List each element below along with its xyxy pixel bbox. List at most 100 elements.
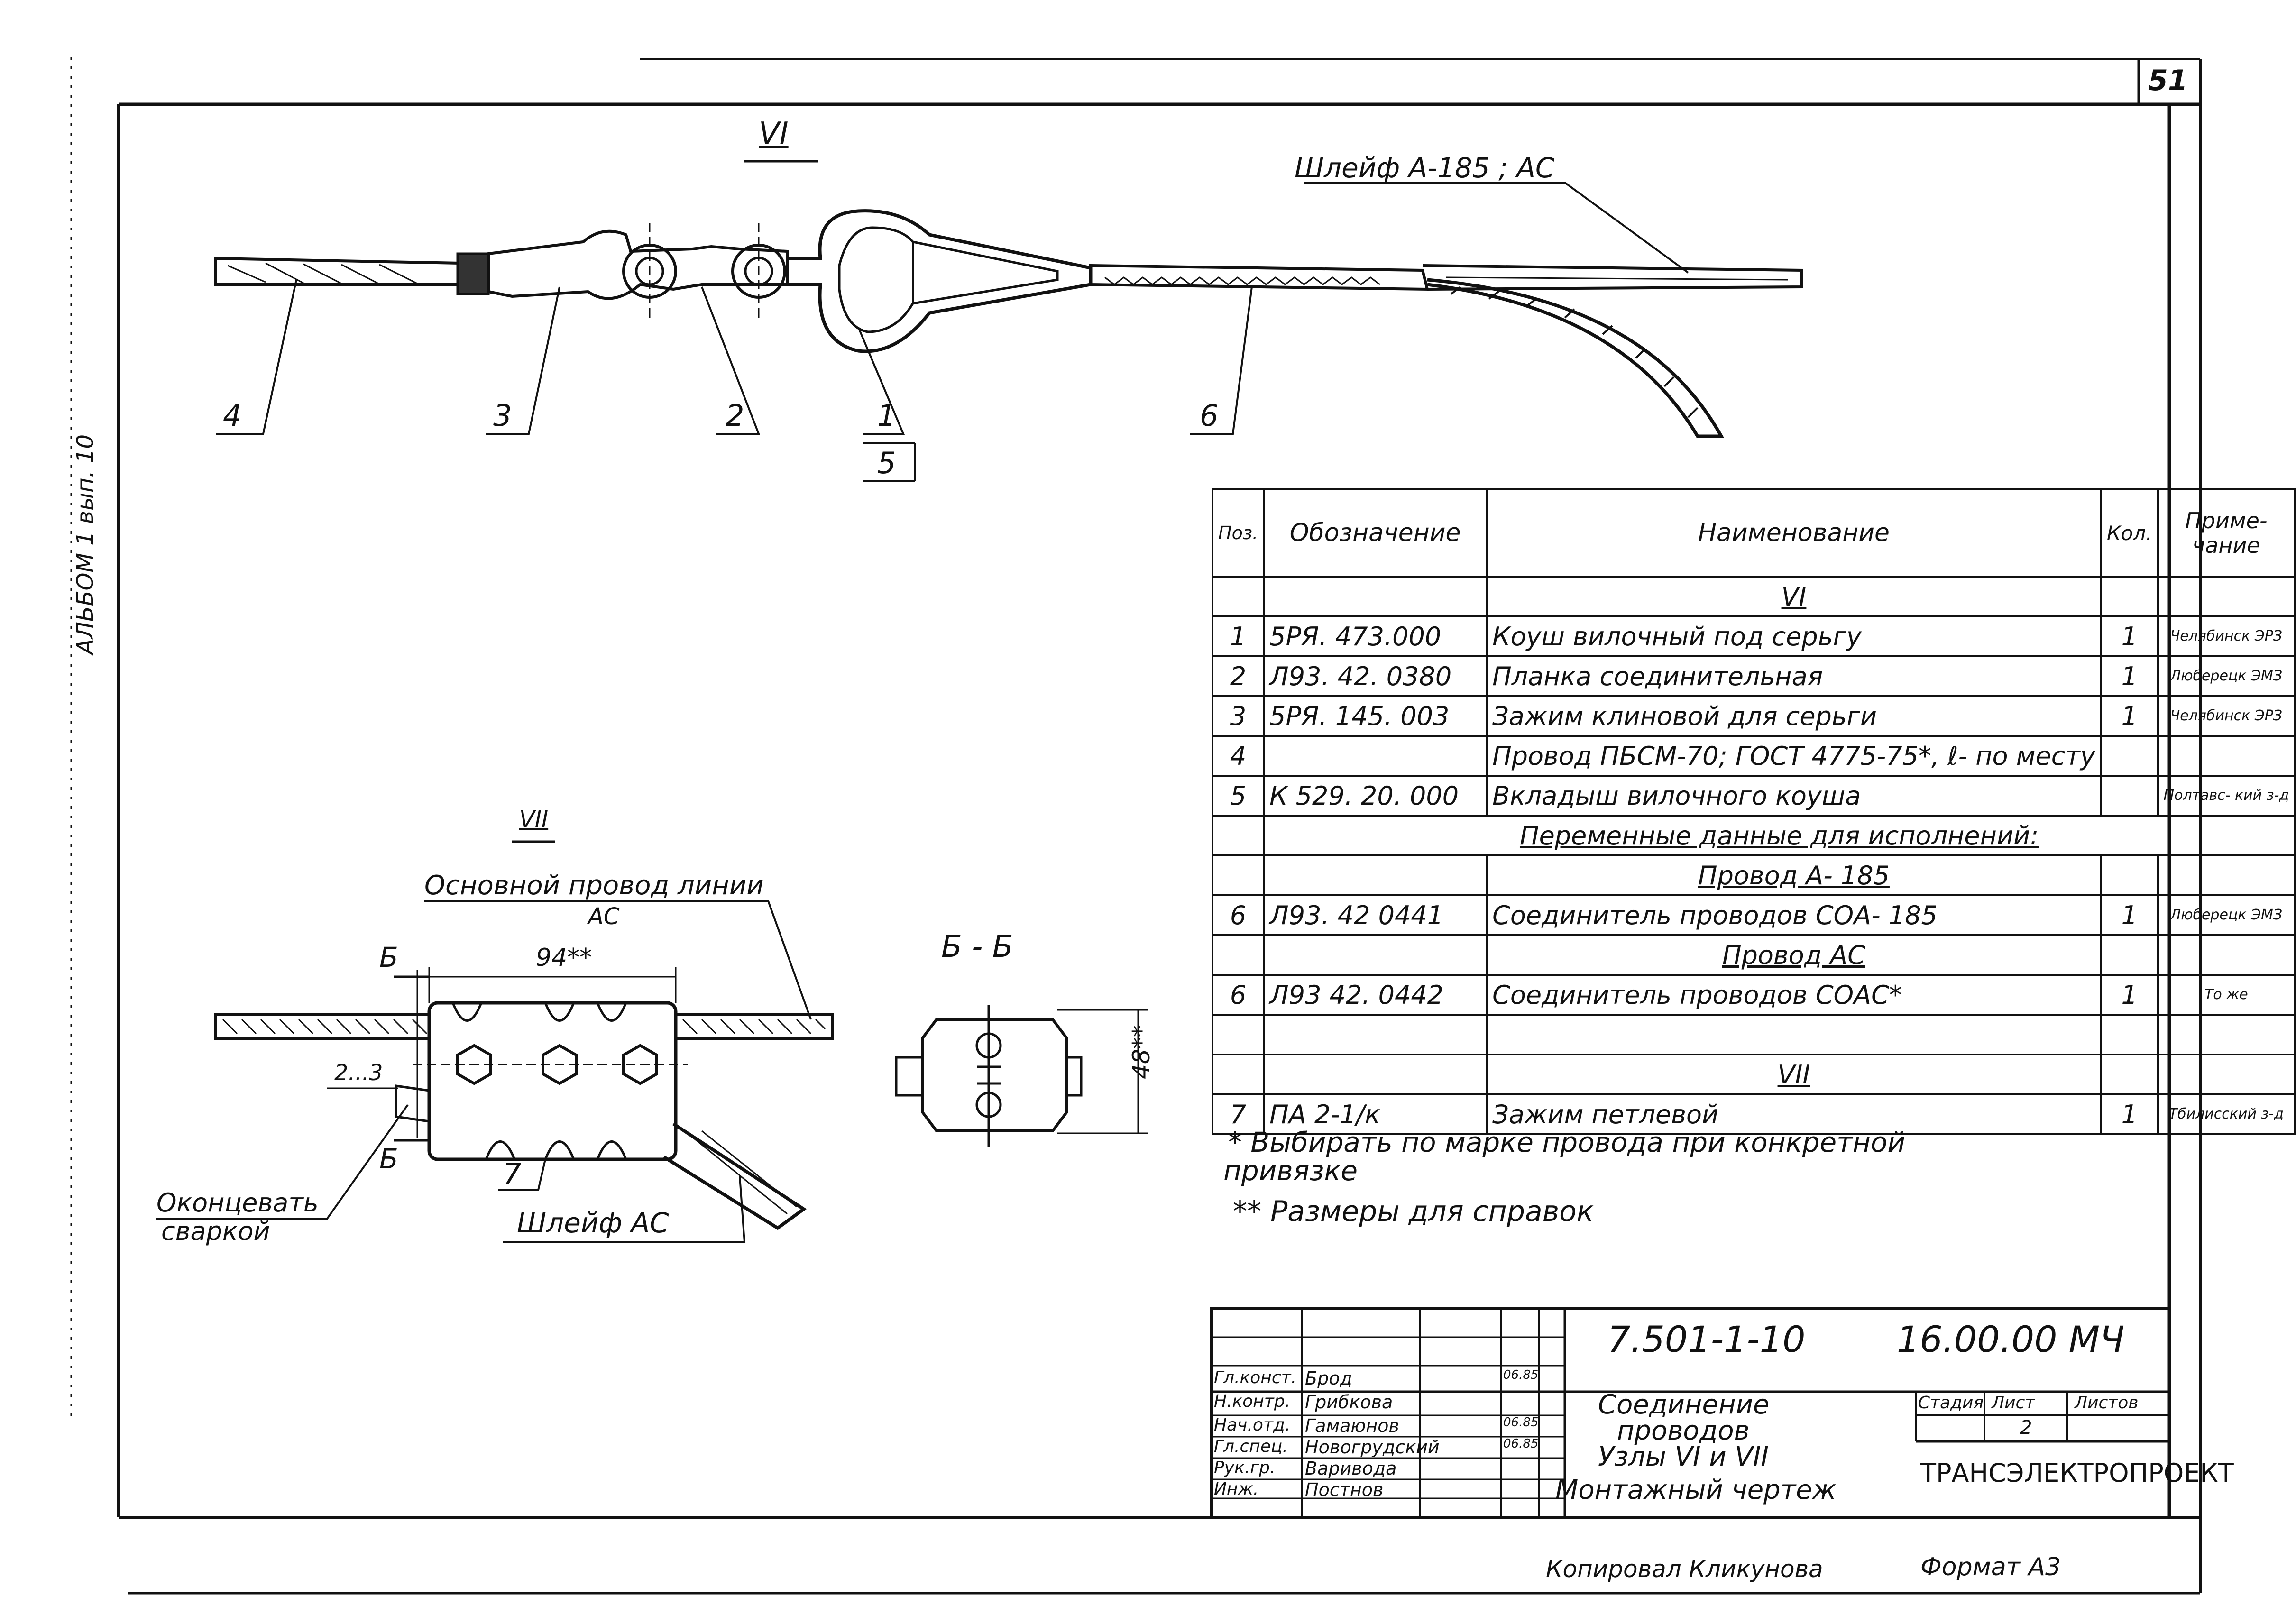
copied-by: Копировал Кликунова: [1546, 1555, 1823, 1583]
format-label: Формат А3: [1920, 1553, 2061, 1581]
spec-pos: 6: [1211, 974, 1265, 1016]
end-weld-sublabel: сваркой: [161, 1216, 270, 1246]
spec-pos: 6: [1211, 894, 1265, 936]
spec-note: [2157, 934, 2296, 976]
spec-empty-cell: [2157, 1014, 2296, 1055]
role-date: 06.85: [1503, 1415, 1539, 1430]
spec-qty: [2100, 854, 2159, 896]
spec-designation: [1263, 854, 1488, 896]
callout-4: 4: [223, 398, 242, 433]
role-title: Инж.: [1214, 1479, 1259, 1499]
spec-empty-cell: [1263, 1014, 1488, 1055]
section-bb-title: Б - Б: [941, 929, 1013, 964]
role-name: Брод: [1305, 1368, 1352, 1389]
spec-group-heading: VI: [1486, 576, 2102, 617]
spec-pos: [1211, 854, 1265, 896]
spec-group-heading: Провод А- 185: [1486, 854, 2102, 896]
spec-name: Провод ПБСМ-70; ГОСТ 4775-75*, ℓ- по мес…: [1486, 735, 2102, 777]
title-line-4: Монтажный чертеж: [1555, 1475, 1837, 1505]
spec-qty: 1: [2100, 695, 2159, 737]
spec-name: Коуш вилочный под серьгу: [1486, 615, 2102, 657]
spec-qty: [2100, 576, 2159, 617]
role-name: Гамаюнов: [1305, 1415, 1399, 1436]
spec-name: Соединитель проводов СОА- 185: [1486, 894, 2102, 936]
dim-gap: 2...3: [334, 1060, 383, 1085]
view-vii-drawing: [156, 840, 834, 1243]
sheet-number: 51: [2148, 64, 2188, 97]
dim-height: 48**: [1127, 1025, 1155, 1079]
spec-header-row: Поз. Обозначение Наименование Кол. Приме…: [1211, 488, 2296, 578]
callout-5: 5: [877, 446, 896, 480]
spec-pos: 2: [1211, 655, 1265, 697]
spec-name: Вкладыш вилочного коуша: [1486, 775, 2102, 817]
spec-pos: 1: [1211, 615, 1265, 657]
spec-note: Челябинск ЭРЗ: [2157, 615, 2296, 657]
spec-header-qty: Кол.: [2100, 488, 2159, 578]
sheet-label: Лист: [1992, 1393, 2035, 1413]
title-line-2: проводов: [1617, 1415, 1750, 1446]
spec-name: Зажим клиновой для серьги: [1486, 695, 2102, 737]
organization-name: ТРАНСЭЛЕКТРОПРОЕКТ: [1920, 1458, 2234, 1488]
spec-header-note: Приме- чание: [2157, 488, 2296, 578]
spec-name: Соединитель проводов СОАС*: [1486, 974, 2102, 1016]
spec-variable-data-heading: Переменные данные для исполнений:: [1263, 815, 2296, 856]
spec-qty: [2100, 735, 2159, 777]
spec-designation: 5РЯ. 145. 003: [1263, 695, 1488, 737]
spec-qty: 1: [2100, 894, 2159, 936]
title-block-lines: [1210, 1307, 2171, 1519]
spec-row: Провод А- 185: [1211, 854, 2296, 896]
spec-row: VI: [1211, 576, 2296, 617]
spec-qty: [2100, 934, 2159, 976]
spec-note: То же: [2157, 974, 2296, 1016]
spec-row: VII: [1211, 1054, 2296, 1095]
role-title: Н.контр.: [1214, 1392, 1291, 1411]
spec-designation: ПА 2-1/к: [1263, 1093, 1488, 1135]
section-mark-bottom: Б: [379, 1143, 398, 1175]
spec-pos: [1211, 1054, 1265, 1095]
title-line-1: Соединение: [1598, 1389, 1770, 1420]
spec-qty: 1: [2100, 974, 2159, 1016]
role-title: Рук.гр.: [1214, 1458, 1276, 1477]
spec-row: Переменные данные для исполнений:: [1211, 815, 2296, 856]
role-date: 06.85: [1503, 1368, 1539, 1382]
end-weld-label: Оконцевать: [156, 1188, 319, 1218]
spec-header-name: Наименование: [1486, 488, 2102, 578]
role-name: Грибкова: [1305, 1392, 1393, 1413]
title-line-3: Узлы VI и VII: [1598, 1441, 1769, 1472]
spec-pos: [1211, 576, 1265, 617]
wedge-nut-shape: [456, 252, 490, 295]
callout-2: 2: [726, 398, 744, 433]
spec-designation: [1263, 934, 1488, 976]
note-1-continuation: привязке: [1223, 1155, 1358, 1187]
role-name: Новогрудский: [1305, 1437, 1440, 1458]
spec-name: Планка соединительная: [1486, 655, 2102, 697]
role-title: Гл.спец.: [1214, 1437, 1288, 1456]
spec-designation: 5РЯ. 473.000: [1263, 615, 1488, 657]
spec-name: Зажим петлевой: [1486, 1093, 2102, 1135]
callout-1: 1: [877, 398, 896, 433]
spec-note: [2157, 735, 2296, 777]
doc-code-right: 16.00.00 МЧ: [1897, 1318, 2125, 1360]
spec-designation: [1263, 576, 1488, 617]
dim-length: 94**: [536, 944, 592, 972]
role-title: Гл.конст.: [1214, 1368, 1297, 1387]
stage-label: Стадия: [1918, 1393, 1984, 1413]
view-vi-drawing: [214, 160, 1803, 482]
spec-qty: 1: [2100, 655, 2159, 697]
spec-empty-cell: [1486, 1014, 2102, 1055]
specification-table: Поз. Обозначение Наименование Кол. Приме…: [1211, 488, 2296, 1135]
spec-empty-cell: [2100, 1014, 2159, 1055]
spec-designation: [1263, 735, 1488, 777]
margin-note: АЛЬБОМ 1 вып. 10: [72, 434, 99, 655]
spec-qty: [2100, 1054, 2159, 1095]
spec-designation: [1263, 1054, 1488, 1095]
spec-designation: К 529. 20. 000: [1263, 775, 1488, 817]
view-vi-loop-label: Шлейф А-185 ; АС: [1295, 152, 1555, 184]
spec-note: Челябинск ЭРЗ: [2157, 695, 2296, 737]
spec-qty: [2100, 775, 2159, 817]
main-wire-sublabel: АС: [588, 903, 620, 930]
